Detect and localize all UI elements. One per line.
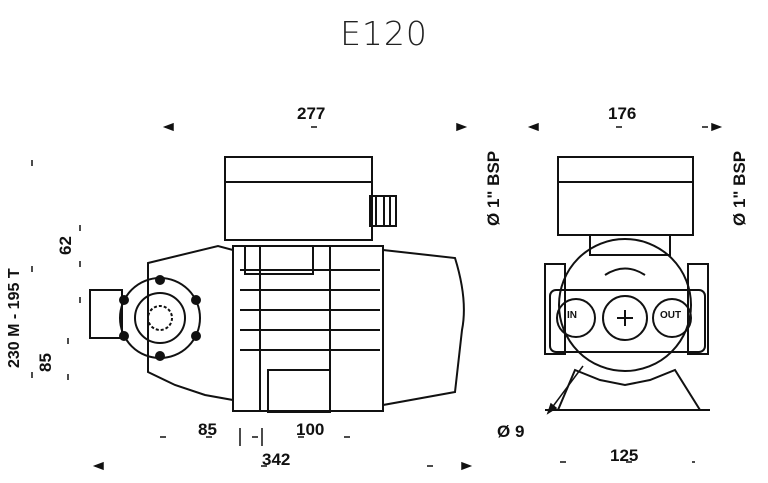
dim-85-vertical: 85	[36, 353, 55, 372]
port-size-right: Ø 1" BSP	[730, 150, 749, 226]
port-size-left: Ø 1" BSP	[484, 150, 503, 226]
side-view-drawing	[89, 156, 465, 413]
drawing-title: E120	[340, 14, 428, 53]
fan-cover	[382, 248, 465, 407]
dim-176: 176	[608, 104, 637, 123]
pump-body-plate	[549, 289, 706, 353]
dim-foot-hole: Ø 9	[497, 422, 525, 441]
dim-height-total: 230 M - 195 T	[6, 268, 23, 368]
front-view-drawing	[544, 156, 710, 411]
motor-front-circle	[558, 238, 692, 372]
center-shaft-circle	[602, 295, 648, 341]
outlet-port-circle	[652, 298, 692, 338]
dim-100: 100	[296, 420, 325, 439]
dimension-lines	[31, 122, 723, 471]
pump-flange	[119, 277, 201, 359]
dim-342: 342	[262, 450, 291, 469]
dim-277: 277	[297, 104, 326, 123]
dim-85-bottom: 85	[198, 420, 217, 439]
dim-125: 125	[610, 446, 639, 465]
dim-62: 62	[56, 236, 75, 255]
inlet-stub	[89, 289, 123, 339]
terminal-box	[224, 156, 373, 241]
outlet-port-label: OUT	[660, 310, 682, 321]
pump-housing	[147, 244, 234, 402]
inlet-port-label: IN	[567, 310, 577, 321]
inlet-port-circle	[556, 298, 596, 338]
base-feet	[556, 368, 702, 411]
